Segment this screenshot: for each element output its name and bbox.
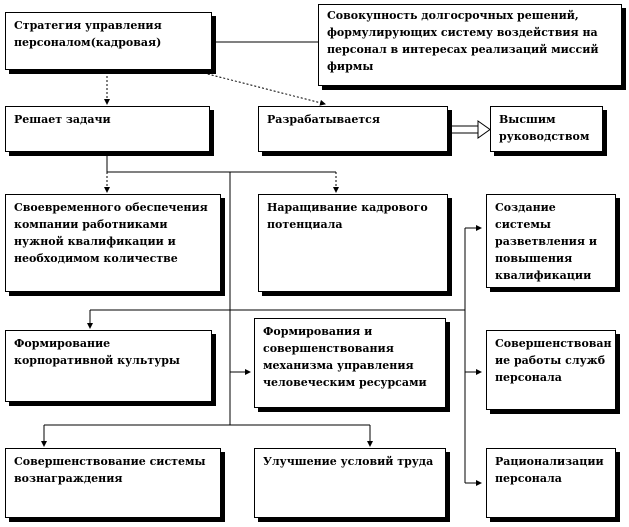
box-strategy-text: Стратегия управления персоналом(кадровая… bbox=[14, 19, 162, 50]
box-strategy: Стратегия управления персоналом(кадровая… bbox=[5, 12, 212, 70]
box-potential-text: Наращивание кадрового потенциала bbox=[267, 201, 428, 232]
box-mechanism-text: Формирования и совершенствования механиз… bbox=[263, 325, 427, 390]
box-rewards-text: Совершенствование системы вознаграждения bbox=[14, 455, 206, 486]
box-definition-text: Совокупность долгосрочных решений, форму… bbox=[327, 9, 599, 74]
box-culture-text: Формирование корпоративной культуры bbox=[14, 337, 180, 368]
box-staffing: Своевременного обеспечения компании рабо… bbox=[5, 194, 221, 292]
box-conditions: Улучшение условий труда bbox=[254, 448, 446, 518]
box-definition: Совокупность долгосрочных решений, форму… bbox=[318, 4, 622, 86]
box-tasks-text: Решает задачи bbox=[14, 113, 111, 126]
box-rewards: Совершенствование системы вознаграждения bbox=[5, 448, 221, 518]
box-tasks: Решает задачи bbox=[5, 106, 210, 152]
box-staffing-text: Своевременного обеспечения компании рабо… bbox=[14, 201, 208, 266]
box-management-text: Высшим руководством bbox=[499, 113, 590, 144]
box-branching: Создание системы разветвления и повышени… bbox=[486, 194, 616, 288]
box-developed-text: Разрабатывается bbox=[267, 113, 380, 126]
box-conditions-text: Улучшение условий труда bbox=[263, 455, 434, 468]
box-culture: Формирование корпоративной культуры bbox=[5, 330, 212, 402]
box-management: Высшим руководством bbox=[490, 106, 603, 152]
box-services-text: Совершенствован ие работы служб персонал… bbox=[495, 337, 612, 385]
box-services: Совершенствован ие работы служб персонал… bbox=[486, 330, 616, 410]
box-rationalization: Рационализации персонала bbox=[486, 448, 616, 518]
connector-developed-management-head bbox=[477, 120, 491, 139]
box-mechanism: Формирования и совершенствования механиз… bbox=[254, 318, 446, 408]
box-rationalization-text: Рационализации персонала bbox=[495, 455, 604, 486]
connector-strategy-developed bbox=[199, 71, 326, 106]
box-potential: Наращивание кадрового потенциала bbox=[258, 194, 448, 292]
box-developed: Разрабатывается bbox=[258, 106, 448, 152]
box-branching-text: Создание системы разветвления и повышени… bbox=[495, 201, 598, 283]
